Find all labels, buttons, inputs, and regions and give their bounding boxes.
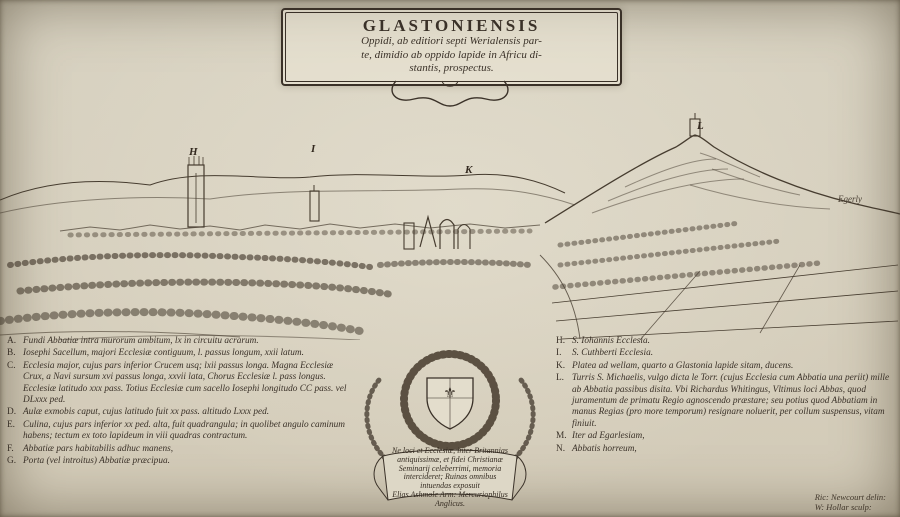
- legend-text: Iter ad Egarlesiam,: [572, 431, 645, 442]
- legend-letter: F.: [7, 443, 14, 454]
- dedication-cartouche: Ne loci et Ecclesiæ, inter Britannias an…: [352, 446, 548, 509]
- legend-text: Turris S. Michaelis, vulgo dicta le Torr…: [572, 373, 890, 429]
- legend-item: F. Abbatiæ pars habitabilis adhuc manens,: [7, 444, 354, 455]
- legend-letter: G.: [7, 456, 17, 467]
- legend-letter: M.: [556, 431, 567, 442]
- dedication-line: antiquissimæ, et fidei Christianæ: [397, 454, 503, 464]
- scroll-flourish: [391, 80, 509, 107]
- title-cartouche: GLASTONIENSIS Oppidi, ab editiori septi …: [281, 8, 622, 86]
- legend-item: E. Culina, cujus pars inferior xx ped. al…: [7, 420, 354, 443]
- legend-letter: H.: [556, 336, 566, 346]
- legend-text: Fundi Abbatiæ intra murorum ambitum, lx …: [23, 336, 259, 346]
- legend-item: A. Fundi Abbatiæ intra murorum ambitum, l…: [7, 336, 354, 347]
- plate-subtitle-line: Oppidi, ab editiori septi Werialensis pa…: [361, 35, 542, 47]
- landscape-marker-I: I: [311, 143, 316, 155]
- dedication-line: Seminarij celeberrimi, memoria: [398, 463, 502, 473]
- landscape-marker-H: H: [189, 146, 198, 158]
- legend-item: C. Ecclesia major, cujus pars inferior Cr…: [7, 361, 354, 407]
- legend-text: Iosephi Sacellum, majori Ecclesiæ contig…: [23, 348, 304, 359]
- landscape-engraving: [0, 113, 900, 340]
- fleur-de-lis-icon: ⚜: [443, 384, 456, 402]
- dedication-line: Anglicus.: [435, 498, 465, 508]
- legend-letter: K.: [556, 360, 566, 371]
- legend-text: Culina, cujus pars inferior xx ped. alta…: [23, 419, 346, 442]
- legend-text: S. Iohannis Ecclesia.: [572, 336, 650, 346]
- legend-text: Aulæ exmobis caput, cujus latitudo fuit …: [23, 407, 270, 418]
- legend-left-column: A. Fundi Abbatiæ intra murorum ambitum, l…: [7, 336, 354, 468]
- legend-item: I. S. Cuthberti Ecclesia.: [556, 348, 894, 359]
- dedication-line: intuendas exposuit: [420, 481, 480, 491]
- legend-text: S. Cuthberti Ecclesia.: [572, 348, 654, 359]
- legend-letter: C.: [7, 360, 16, 371]
- legend-item: M. Iter ad Egarlesiam,: [556, 431, 894, 442]
- legend-item: L. Turris S. Michaelis, vulgo dicta le To…: [556, 373, 894, 430]
- legend-text: Ecclesia major, cujus pars inferior Cruc…: [23, 360, 347, 406]
- dedication-line: intercideret; Ruinas omnibus: [403, 472, 497, 482]
- engraver-credit: W: Hollar sculp:: [814, 501, 872, 512]
- legend-letter: B.: [7, 348, 16, 359]
- legend-letter: I.: [556, 348, 562, 359]
- legend-letter: L.: [556, 373, 565, 384]
- legend-letter: N.: [556, 443, 566, 454]
- plate-subtitle-line: te, dimidio ab oppido lapide in Africu d…: [361, 48, 542, 61]
- legend-text: Porta (vel introitus) Abbatiæ præcipua.: [23, 456, 170, 467]
- legend-item: D. Aulæ exmobis caput, cujus latitudo fui…: [7, 407, 354, 418]
- artist-credits: Ric: Newcourt delin: W: Hollar sculp:: [814, 492, 886, 512]
- title-cartouche-inner: GLASTONIENSIS Oppidi, ab editiori septi …: [285, 12, 618, 82]
- delineator-credit: Ric: Newcourt delin:: [814, 492, 886, 502]
- legend-item: K. Platea ad wellam, quarto a Glastonia l…: [556, 361, 894, 372]
- legend-text: Abbatis horreum,: [572, 443, 637, 454]
- legend-text: Abbatiæ pars habitabilis adhuc manens,: [23, 443, 174, 454]
- landscape-marker-L: L: [697, 120, 704, 132]
- place-label-egerly: Egerly: [838, 194, 862, 204]
- legend-item: B. Iosephi Sacellum, majori Ecclesiæ cont…: [7, 348, 354, 359]
- legend-text: Platea ad wellam, quarto a Glastonia lap…: [572, 360, 794, 371]
- legend-item: H. S. Iohannis Ecclesia.: [556, 336, 894, 347]
- laurel-wreath-and-shield: ⚜: [364, 350, 536, 501]
- legend-letter: E.: [7, 419, 16, 430]
- dedication-line: Ne loci et Ecclesiæ, inter Britannias: [392, 446, 508, 455]
- legend-letter: D.: [7, 407, 17, 418]
- landscape-marker-K: K: [465, 164, 473, 176]
- dedication-line: Elias Ashmole Arm: Mercuriophilus: [392, 489, 508, 499]
- plate-title: GLASTONIENSIS: [362, 16, 541, 35]
- legend-letter: A.: [7, 336, 17, 346]
- plate-subtitle-line: stantis, prospectus.: [409, 62, 494, 74]
- legend-item: G. Porta (vel introitus) Abbatiæ præcipua…: [7, 456, 354, 467]
- legend-right-column: H. S. Iohannis Ecclesia. I. S. Cuthberti E…: [556, 336, 894, 456]
- legend-item: N. Abbatis horreum,: [556, 444, 894, 455]
